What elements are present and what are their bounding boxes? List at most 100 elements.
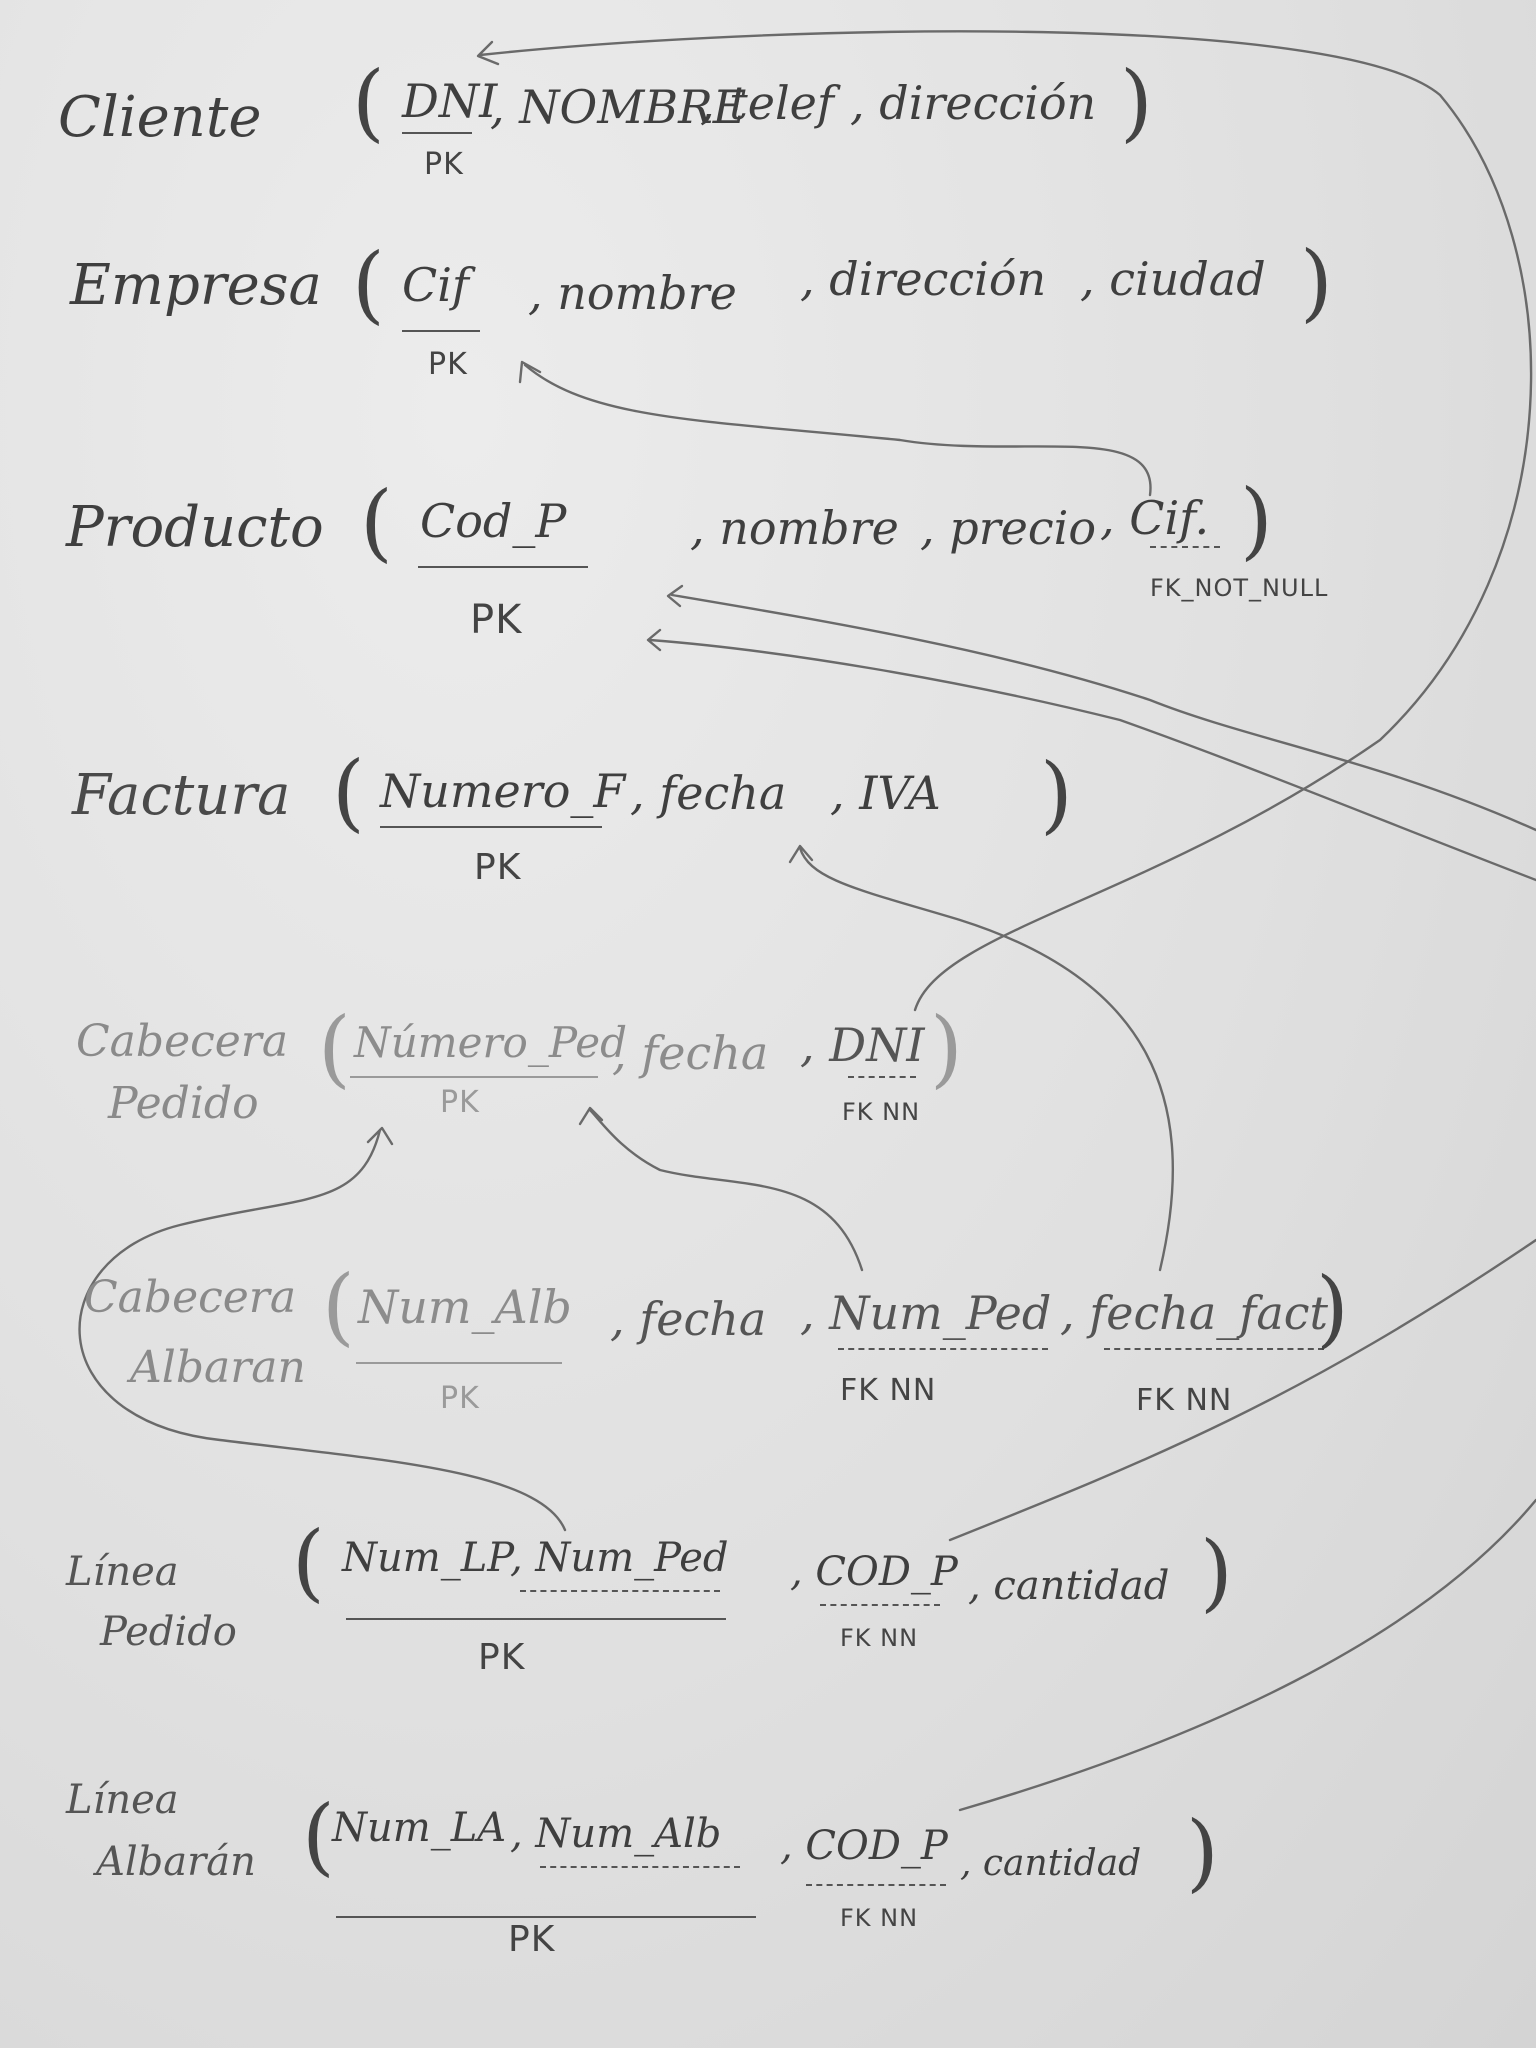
- arrow-dni-to-cliente: [478, 30, 1533, 1012]
- fk-dashed-underline: [520, 1590, 720, 1592]
- pk-tag-cliente: PK: [424, 147, 464, 182]
- arrowhead-empresa: [518, 360, 542, 384]
- pk-tag-empresa: PK: [428, 347, 468, 382]
- attr-cliente-direccion: , dirección: [850, 76, 1097, 130]
- arrow-numped-to-cabpedido: [588, 1108, 864, 1272]
- attr-cliente-nombre: , NOMBRE: [490, 80, 747, 134]
- pk-tag-cabecera-albaran: PK: [440, 1381, 480, 1416]
- open-paren: (: [352, 235, 385, 333]
- attr-producto-cif: , Cif.: [1100, 491, 1210, 545]
- close-paren: ): [1120, 53, 1153, 151]
- arrowhead-loop: [366, 1126, 394, 1146]
- pk-underline: [336, 1916, 756, 1918]
- arrow-lineaalbaran-codp: [958, 1498, 1536, 1812]
- attr-empresa-nombre: , nombre: [528, 266, 737, 320]
- fk-dashed-underline: [540, 1866, 740, 1868]
- fk-dashed-underline: [848, 1076, 916, 1078]
- close-paren: ): [930, 999, 963, 1097]
- arrow-codp-to-producto-1: [670, 593, 1536, 832]
- pk-tag-linea-pedido: PK: [478, 1637, 526, 1678]
- pk-underline: [350, 1076, 598, 1078]
- attr-cabalbaran-numalb: Num_Alb: [358, 1280, 572, 1334]
- arrowhead-cabpedido: [578, 1106, 604, 1126]
- relation-name-producto: Producto: [66, 495, 324, 560]
- pk-tag-cabecera-pedido: PK: [440, 1085, 480, 1120]
- arrow-cif-to-empresa: [523, 363, 1152, 497]
- relation-name-cabecera-pedido-1: Cabecera: [76, 1016, 289, 1067]
- attr-lineapedido-codp: , COD_P: [790, 1549, 958, 1595]
- attr-factura-iva: , IVA: [830, 766, 941, 820]
- attr-lineaalbaran-cantidad: , cantidad: [960, 1843, 1142, 1884]
- relation-name-linea-pedido-2: Pedido: [100, 1609, 237, 1655]
- pk-underline: [418, 566, 588, 568]
- open-paren: (: [302, 1787, 335, 1885]
- fk-tag-linea-albaran: FK NN: [840, 1904, 919, 1932]
- attr-cabalbaran-fecha: , fecha: [610, 1292, 767, 1346]
- fk-dashed-underline: [1150, 546, 1220, 548]
- relation-name-empresa: Empresa: [70, 253, 322, 318]
- fk-tag-cabecera-pedido: FK NN: [842, 1098, 921, 1126]
- arrow-loop-numped: [78, 1128, 567, 1532]
- fk-dashed-underline: [1104, 1348, 1324, 1350]
- close-paren: ): [1040, 745, 1073, 843]
- attr-lineaalbaran-numalb: , Num_Alb: [510, 1811, 722, 1857]
- relation-name-factura: Factura: [72, 763, 291, 828]
- attr-cabalbaran-numped: , Num_Ped: [800, 1286, 1052, 1340]
- open-paren: (: [352, 53, 385, 151]
- pk-underline: [356, 1362, 562, 1364]
- close-paren: ): [1300, 233, 1333, 331]
- open-paren: (: [322, 1257, 355, 1355]
- relation-name-cliente: Cliente: [58, 85, 262, 150]
- relation-name-cabecera-albaran-2: Albaran: [130, 1342, 306, 1393]
- attr-cabpedido-numeroped: Número_Ped: [354, 1018, 627, 1067]
- attr-producto-nombre: , nombre: [690, 501, 899, 555]
- attr-cabpedido-fecha: , fecha: [612, 1026, 769, 1080]
- attr-lineapedido-cantidad: , cantidad: [968, 1563, 1170, 1609]
- fk-dashed-underline: [838, 1348, 1048, 1350]
- open-paren: (: [318, 999, 351, 1097]
- fk-tag-producto: FK_NOT_NULL: [1150, 574, 1329, 602]
- pk-underline: [380, 826, 602, 828]
- attr-lineaalbaran-numla: Num_LA: [332, 1805, 507, 1851]
- attr-lineapedido-numped: , Num_Ped: [510, 1535, 729, 1581]
- attr-cabalbaran-fechafact: , fecha_fact: [1060, 1286, 1329, 1340]
- attr-lineaalbaran-codp: , COD_P: [780, 1823, 948, 1869]
- close-paren: ): [1240, 471, 1273, 569]
- attr-lineapedido-numlp: Num_LP: [342, 1535, 515, 1581]
- attr-producto-precio: , precio: [920, 501, 1097, 555]
- relation-name-linea-albaran-1: Línea: [66, 1777, 179, 1823]
- pk-underline: [346, 1618, 726, 1620]
- attr-cabpedido-dni: , DNI: [800, 1018, 925, 1072]
- fk-tag-cabecera-albaran-2: FK NN: [1136, 1383, 1233, 1418]
- open-paren: (: [332, 743, 365, 841]
- open-paren: (: [360, 473, 393, 571]
- attr-producto-codp: Cod_P: [420, 494, 567, 548]
- attr-factura-fecha: , fecha: [630, 766, 787, 820]
- arrow-lineapedido-codp: [948, 1238, 1536, 1542]
- arrowhead-factura: [788, 844, 814, 864]
- fk-tag-linea-pedido: FK NN: [840, 1624, 919, 1652]
- attr-cliente-telef: , telef: [700, 76, 834, 130]
- pk-tag-producto: PK: [470, 597, 523, 643]
- attr-empresa-ciudad: , ciudad: [1080, 252, 1266, 306]
- relation-name-cabecera-albaran-1: Cabecera: [84, 1272, 297, 1323]
- arrowhead-producto-2: [646, 628, 662, 652]
- arrow-fechafact-to-factura: [798, 846, 1175, 1272]
- arrow-codp-to-producto-2: [648, 638, 1536, 882]
- close-paren: ): [1186, 1803, 1219, 1901]
- arrowhead-cliente: [476, 40, 500, 66]
- relation-name-linea-albaran-2: Albarán: [96, 1839, 256, 1885]
- pk-tag-factura: PK: [474, 847, 522, 888]
- arrowhead-producto-1: [666, 584, 684, 608]
- relation-name-cabecera-pedido-2: Pedido: [108, 1078, 259, 1129]
- pk-underline: [402, 132, 472, 134]
- attr-empresa-direccion: , dirección: [800, 252, 1047, 306]
- pk-tag-linea-albaran: PK: [508, 1919, 556, 1960]
- fk-dashed-underline: [820, 1604, 940, 1606]
- attr-cliente-dni: DNI: [402, 74, 498, 128]
- fk-dashed-underline: [806, 1884, 946, 1886]
- attr-factura-numerof: Numero_F: [380, 764, 626, 818]
- attr-empresa-cif: Cif: [402, 258, 469, 312]
